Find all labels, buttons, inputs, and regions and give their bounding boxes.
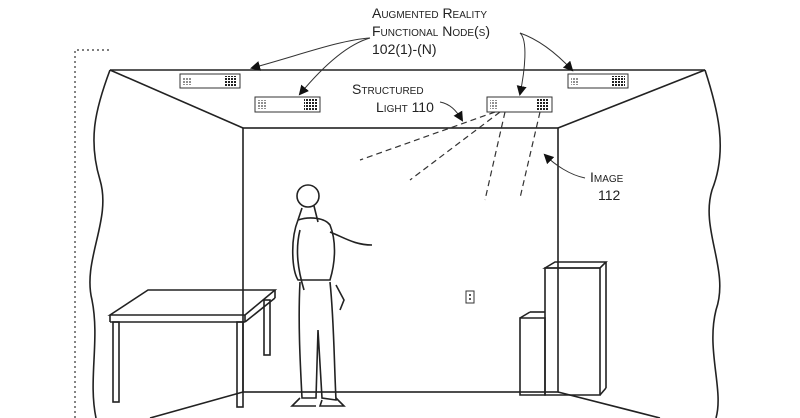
image-label: Image 112: [590, 168, 623, 204]
ar-nodes-label: Augmented Reality Functional Node(s) 102…: [372, 4, 490, 58]
structured-light-label: Structured Light 110: [352, 80, 434, 116]
ar-nodes-arrow-2: [298, 37, 371, 96]
ar-nodes-label-line1: Augmented Reality: [372, 5, 488, 21]
chair: [519, 261, 608, 396]
image-label-line2: 112: [598, 187, 621, 203]
ar-nodes-arrow-1: [250, 37, 371, 71]
ar-nodes-label-line3: 102(1)-(N): [372, 41, 437, 57]
ar-node-2: [254, 96, 321, 113]
table: [107, 289, 278, 408]
ar-node-4: [567, 73, 629, 89]
structured-light-beams: [359, 111, 541, 201]
image-arrow: [543, 153, 586, 179]
structured-light-line2: Light 110: [376, 99, 434, 115]
structured-light-arrow: [439, 101, 464, 122]
person: [290, 184, 373, 407]
wall-outlet: [465, 290, 475, 304]
ar-node-3: [486, 96, 553, 113]
ar-nodes-label-line2: Functional Node(s): [372, 23, 490, 39]
room: [89, 69, 721, 418]
ar-nodes-arrow-4: [519, 32, 574, 72]
ar-node-1: [179, 73, 241, 89]
image-label-line1: Image: [590, 169, 624, 185]
ar-nodes-arrow-3: [516, 32, 527, 96]
structured-light-line1: Structured: [352, 81, 424, 97]
